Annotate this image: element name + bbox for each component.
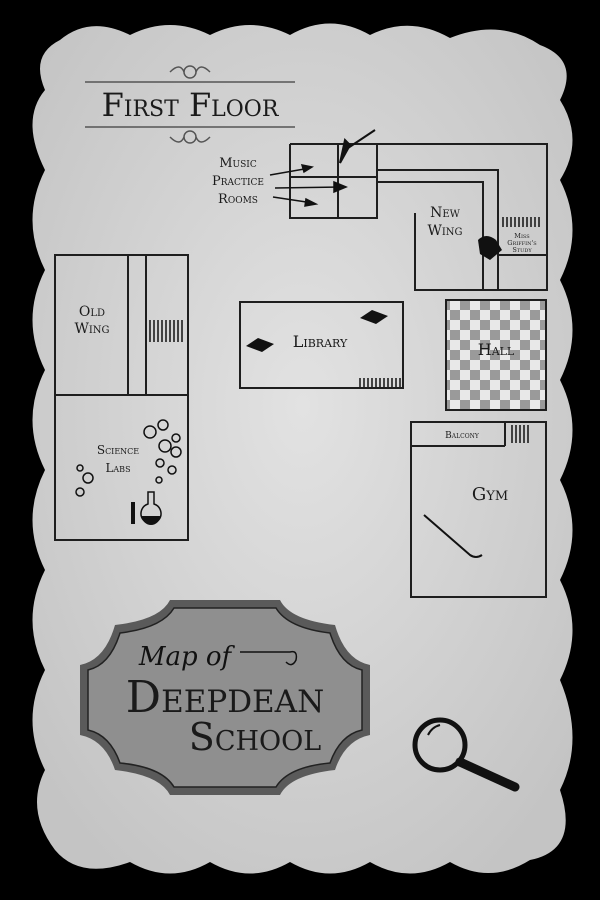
balcony-stairs-icon (511, 425, 529, 443)
hall-floor (445, 299, 547, 411)
sign-deepdean: Deepdean (126, 672, 324, 723)
bubbles-icon (75, 419, 182, 497)
magnifying-glass-icon (412, 717, 520, 792)
library-stairs-icon (359, 378, 401, 387)
gym-label: Gym (472, 484, 508, 505)
sign-plaque (80, 600, 370, 795)
science-label: Science (97, 443, 139, 457)
labs-label: Labs (105, 461, 130, 475)
sign-school: School (189, 715, 322, 759)
griffins-label: Griffin's (507, 239, 537, 247)
rooms-label: Rooms (218, 192, 258, 207)
sign-map-of: Map of (138, 642, 236, 672)
old-wing-stairs-icon (149, 320, 183, 342)
hockey-stick-icon (423, 514, 483, 558)
arrow-icons (269, 164, 348, 207)
book-icon (246, 310, 388, 352)
balcony-label: Balcony (445, 431, 480, 441)
library-room (239, 301, 404, 389)
typewriter-icon (478, 236, 502, 260)
library-label: Library (293, 332, 348, 351)
flask-icon (131, 491, 162, 525)
practice-label: Practice (212, 174, 264, 189)
gym-room (410, 421, 547, 598)
new-label: New (430, 205, 461, 221)
wing-label-old: Wing (74, 321, 109, 337)
hall-label: Hall (478, 340, 515, 359)
old-wing (54, 254, 189, 541)
flourish-icon (240, 650, 298, 666)
floor-title: First Floor (102, 86, 280, 124)
wing-label: Wing (427, 223, 462, 239)
study-label: Study (512, 246, 532, 254)
music-label: Music (219, 156, 257, 171)
miss-label: Miss (514, 232, 530, 240)
old-label: Old (79, 304, 105, 320)
trumpet-icon (339, 129, 376, 164)
title-ornament (85, 65, 295, 144)
study-stairs-icon (502, 217, 540, 227)
